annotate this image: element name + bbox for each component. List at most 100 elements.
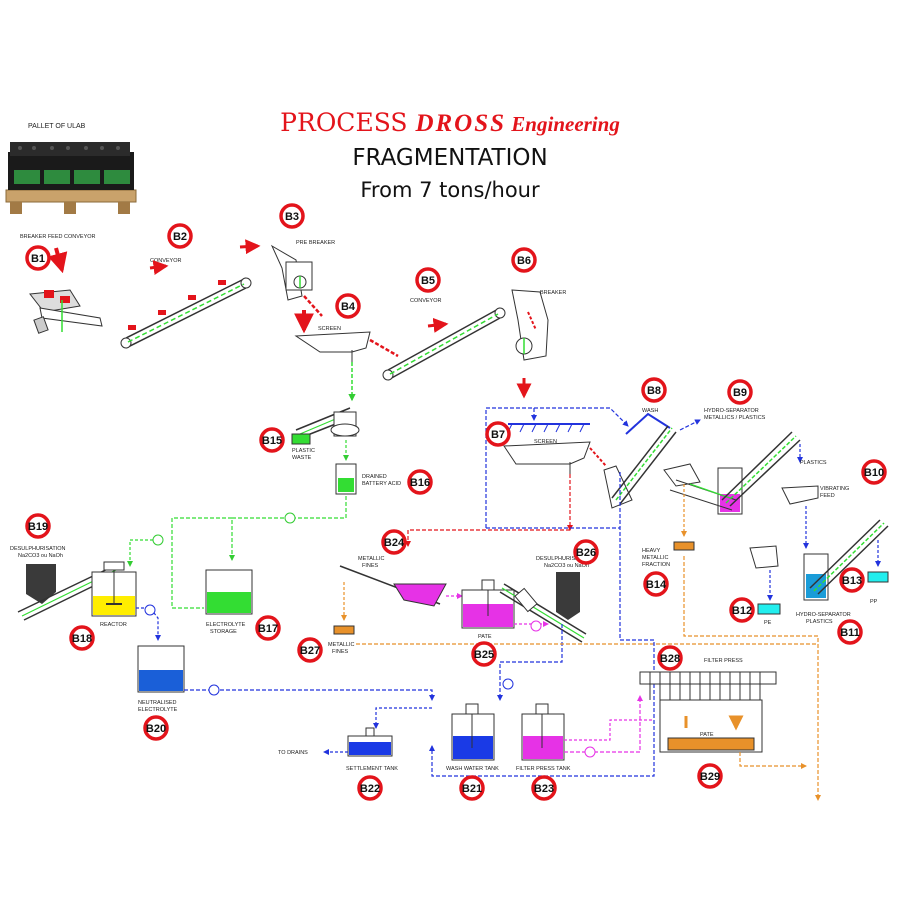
label-metallic-fines-bot-2: FINES xyxy=(332,649,349,655)
badge-b3: B3 xyxy=(279,203,305,229)
filter-press-machine xyxy=(639,671,777,753)
label-drained-2: BATTERY ACID xyxy=(362,481,401,487)
screen-b7 xyxy=(503,441,591,474)
badge-label: B11 xyxy=(840,627,860,639)
badge-label: B2 xyxy=(173,231,187,243)
conveyor-b2 xyxy=(120,277,252,349)
badge-b4: B4 xyxy=(335,293,361,319)
badge-b29: B29 xyxy=(697,763,723,789)
badge-label: B20 xyxy=(146,723,166,735)
hydro-separator-metallics xyxy=(663,431,801,515)
badge-label: B12 xyxy=(732,605,752,617)
label-plastic-waste-1: PLASTIC xyxy=(292,448,315,454)
badge-label: B28 xyxy=(660,653,680,665)
badge-b20: B20 xyxy=(143,715,169,741)
badge-b2: B2 xyxy=(167,223,193,249)
badge-b17: B17 xyxy=(255,615,281,641)
metallic-fines-chute xyxy=(339,565,447,607)
badge-b19: B19 xyxy=(25,513,51,539)
badge-label: B4 xyxy=(341,301,356,313)
label-desulph1-2: Na2CO3 ou NaOh xyxy=(18,553,63,559)
badge-label: B14 xyxy=(646,579,667,591)
label-desulph2-2: Na2CO3 ou NaOh xyxy=(544,563,589,569)
label-plastic-waste-2: WASTE xyxy=(292,455,312,461)
badge-b26: B26 xyxy=(573,539,599,565)
reactor-tank xyxy=(91,561,137,617)
badge-label: B24 xyxy=(384,537,405,549)
badge-label: B9 xyxy=(733,387,747,399)
label-pre-breaker: PRE BREAKER xyxy=(296,240,335,246)
vibrating-feeder xyxy=(781,485,819,505)
badge-label: B18 xyxy=(72,633,92,645)
badge-b12: B12 xyxy=(729,597,755,623)
label-pe: PE xyxy=(764,620,772,626)
label-breaker-feed: BREAKER FEED CONVEYOR xyxy=(20,234,96,240)
label-screen-2: SCREEN xyxy=(534,439,557,445)
badge-label: B13 xyxy=(842,575,862,587)
label-breaker: BREAKER xyxy=(540,290,566,296)
label-hydro-sep-2: METALLICS / PLASTICS xyxy=(704,415,766,421)
diagram-subheading: From 7 tons/hour xyxy=(360,178,540,202)
label-hydro-plastics-2: PLASTICS xyxy=(806,619,833,625)
label-desulph1-1: DESULPHURISATION xyxy=(10,546,66,552)
badge-label: B1 xyxy=(31,253,45,265)
hydro-separator-plastics xyxy=(749,519,889,601)
metallic-fines-bin xyxy=(333,625,355,635)
badge-b10: B10 xyxy=(861,459,887,485)
label-metallic-fines-bot-1: METALLIC xyxy=(328,642,355,648)
badge-label: B19 xyxy=(28,521,48,533)
label-heavy-2: METALLIC xyxy=(642,555,669,561)
label-vibrating-1: VIBRATING xyxy=(820,486,849,492)
badge-b13: B13 xyxy=(839,567,865,593)
badge-label: B16 xyxy=(410,477,430,489)
label-electrolyte-1: ELECTROLYTE xyxy=(206,622,246,628)
label-hydro-sep-1: HYDRO-SEPARATOR xyxy=(704,408,759,414)
label-desulph2-1: DESULPHURISATION xyxy=(536,556,592,562)
badge-label: B21 xyxy=(462,783,482,795)
badge-label: B22 xyxy=(360,783,380,795)
wash-screw-conveyor xyxy=(603,412,677,509)
badge-b18: B18 xyxy=(69,625,95,651)
badge-b5: B5 xyxy=(415,267,441,293)
badge-b9: B9 xyxy=(727,379,753,405)
badge-b21: B21 xyxy=(459,775,485,801)
label-wash: WASH xyxy=(642,408,658,414)
badge-label: B15 xyxy=(262,435,282,447)
title-process: PROCESS xyxy=(280,108,416,137)
paste-tank xyxy=(461,579,515,629)
badge-label: B6 xyxy=(517,255,531,267)
label-electrolyte-2: STORAGE xyxy=(210,629,237,635)
label-reactor: REACTOR xyxy=(100,622,127,628)
breaker-feed-conveyor xyxy=(29,289,103,334)
diagram-heading: FRAGMENTATION xyxy=(352,145,548,171)
badge-label: B7 xyxy=(491,429,505,441)
label-conveyor-2: CONVEYOR xyxy=(410,298,442,304)
badge-label: B8 xyxy=(647,385,661,397)
settlement-tank xyxy=(347,727,393,757)
badge-b23: B23 xyxy=(531,775,557,801)
label-screen-1: SCREEN xyxy=(318,326,341,332)
screen-b4 xyxy=(294,331,371,362)
label-neutralised-1: NEUTRALISED xyxy=(138,700,177,706)
label-metallic-fines-top-1: METALLIC xyxy=(358,556,385,562)
badge-label: B27 xyxy=(300,645,320,657)
badge-b1: B1 xyxy=(25,245,51,271)
label-filter-press: FILTER PRESS xyxy=(704,658,743,664)
label-metallic-fines-top-2: FINES xyxy=(362,563,379,569)
label-vibrating-2: FEED xyxy=(820,493,835,499)
badge-label: B23 xyxy=(534,783,554,795)
label-plastics: PLASTICS xyxy=(800,460,827,466)
pe-bin xyxy=(757,603,781,615)
label-hydro-plastics-1: HYDRO-SEPARATOR xyxy=(796,612,851,618)
badge-label: B17 xyxy=(258,623,278,635)
badge-b25: B25 xyxy=(471,641,497,667)
badge-b28: B28 xyxy=(657,645,683,671)
badge-b14: B14 xyxy=(643,571,669,597)
label-conveyor-1: CONVEYOR xyxy=(150,258,182,264)
label-drained-1: DRAINED xyxy=(362,474,387,480)
badge-label: B25 xyxy=(474,649,494,661)
title-engineering: Engineering xyxy=(506,112,620,136)
badge-b11: B11 xyxy=(837,619,863,645)
heavy-metallic-bin xyxy=(673,541,695,551)
